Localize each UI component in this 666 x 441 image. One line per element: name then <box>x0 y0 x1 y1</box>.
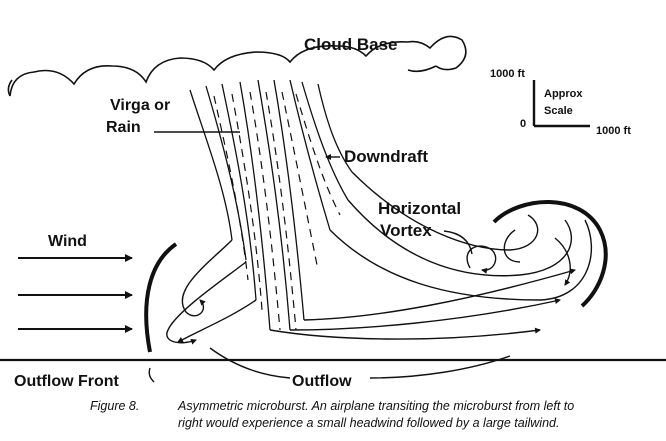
virga-label-line2: Rain <box>106 119 141 136</box>
outflow-front-arc <box>144 242 178 353</box>
rain-dashes <box>213 91 341 331</box>
scale-origin-label: 0 <box>520 118 526 130</box>
right-outflow-streamlines <box>269 171 593 340</box>
cloud-base-outline <box>7 35 467 97</box>
wind-arrows <box>18 254 133 333</box>
horizontal-vortex-label-line2: Vortex <box>380 221 432 240</box>
downdraft-column <box>189 79 353 331</box>
left-outflow-streamlines <box>166 239 257 345</box>
wind-label: Wind <box>48 233 87 250</box>
leader-lines <box>148 131 511 383</box>
outflow-front-label: Outflow Front <box>14 373 120 390</box>
outflow-label: Outflow <box>292 373 352 390</box>
virga-label-line1: Virga or <box>110 97 170 114</box>
scale-approx-label: Approx <box>544 88 583 100</box>
scale-bracket <box>532 80 590 128</box>
scale-word-label: Scale <box>544 105 573 117</box>
horizontal-vortex-outer-arc <box>492 200 608 308</box>
scale-horizontal-label: 1000 ft <box>596 125 631 137</box>
figure-number: Figure 8. <box>90 399 140 413</box>
caption-line-1: Asymmetric microburst. An airplane trans… <box>178 399 575 413</box>
scale-vertical-label: 1000 ft <box>490 68 525 80</box>
cloud-base-label: Cloud Base <box>304 35 398 54</box>
caption-line-2: right would experience a small headwind … <box>178 416 560 430</box>
downdraft-label: Downdraft <box>344 147 428 166</box>
horizontal-vortex-label-line1: Horizontal <box>378 199 461 218</box>
